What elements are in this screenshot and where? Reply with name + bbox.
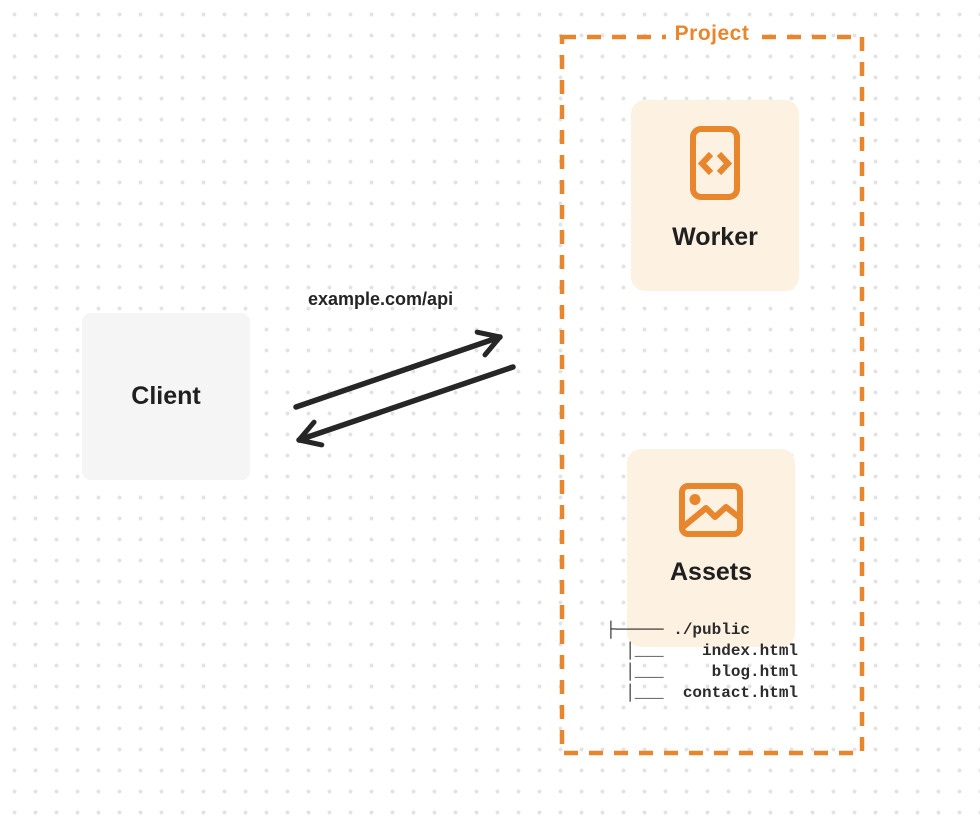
- image-icon: [679, 483, 743, 537]
- worker-label: Worker: [672, 223, 758, 251]
- worker-node: Worker: [631, 100, 799, 291]
- project-group-label: Project: [560, 22, 864, 46]
- assets-label: Assets: [670, 558, 752, 586]
- client-label: Client: [131, 382, 201, 410]
- assets-file-tree: ├───── ./public │___ index.html │___ blo…: [606, 621, 799, 702]
- assets-node: Assets: [627, 449, 795, 647]
- request-arrow: [293, 329, 503, 410]
- code-document-icon: [690, 126, 740, 200]
- request-url-label: example.com/api: [308, 289, 454, 309]
- project-group-label-text: Project: [665, 22, 759, 46]
- client-node: Client: [82, 313, 250, 480]
- response-arrow: [296, 364, 516, 448]
